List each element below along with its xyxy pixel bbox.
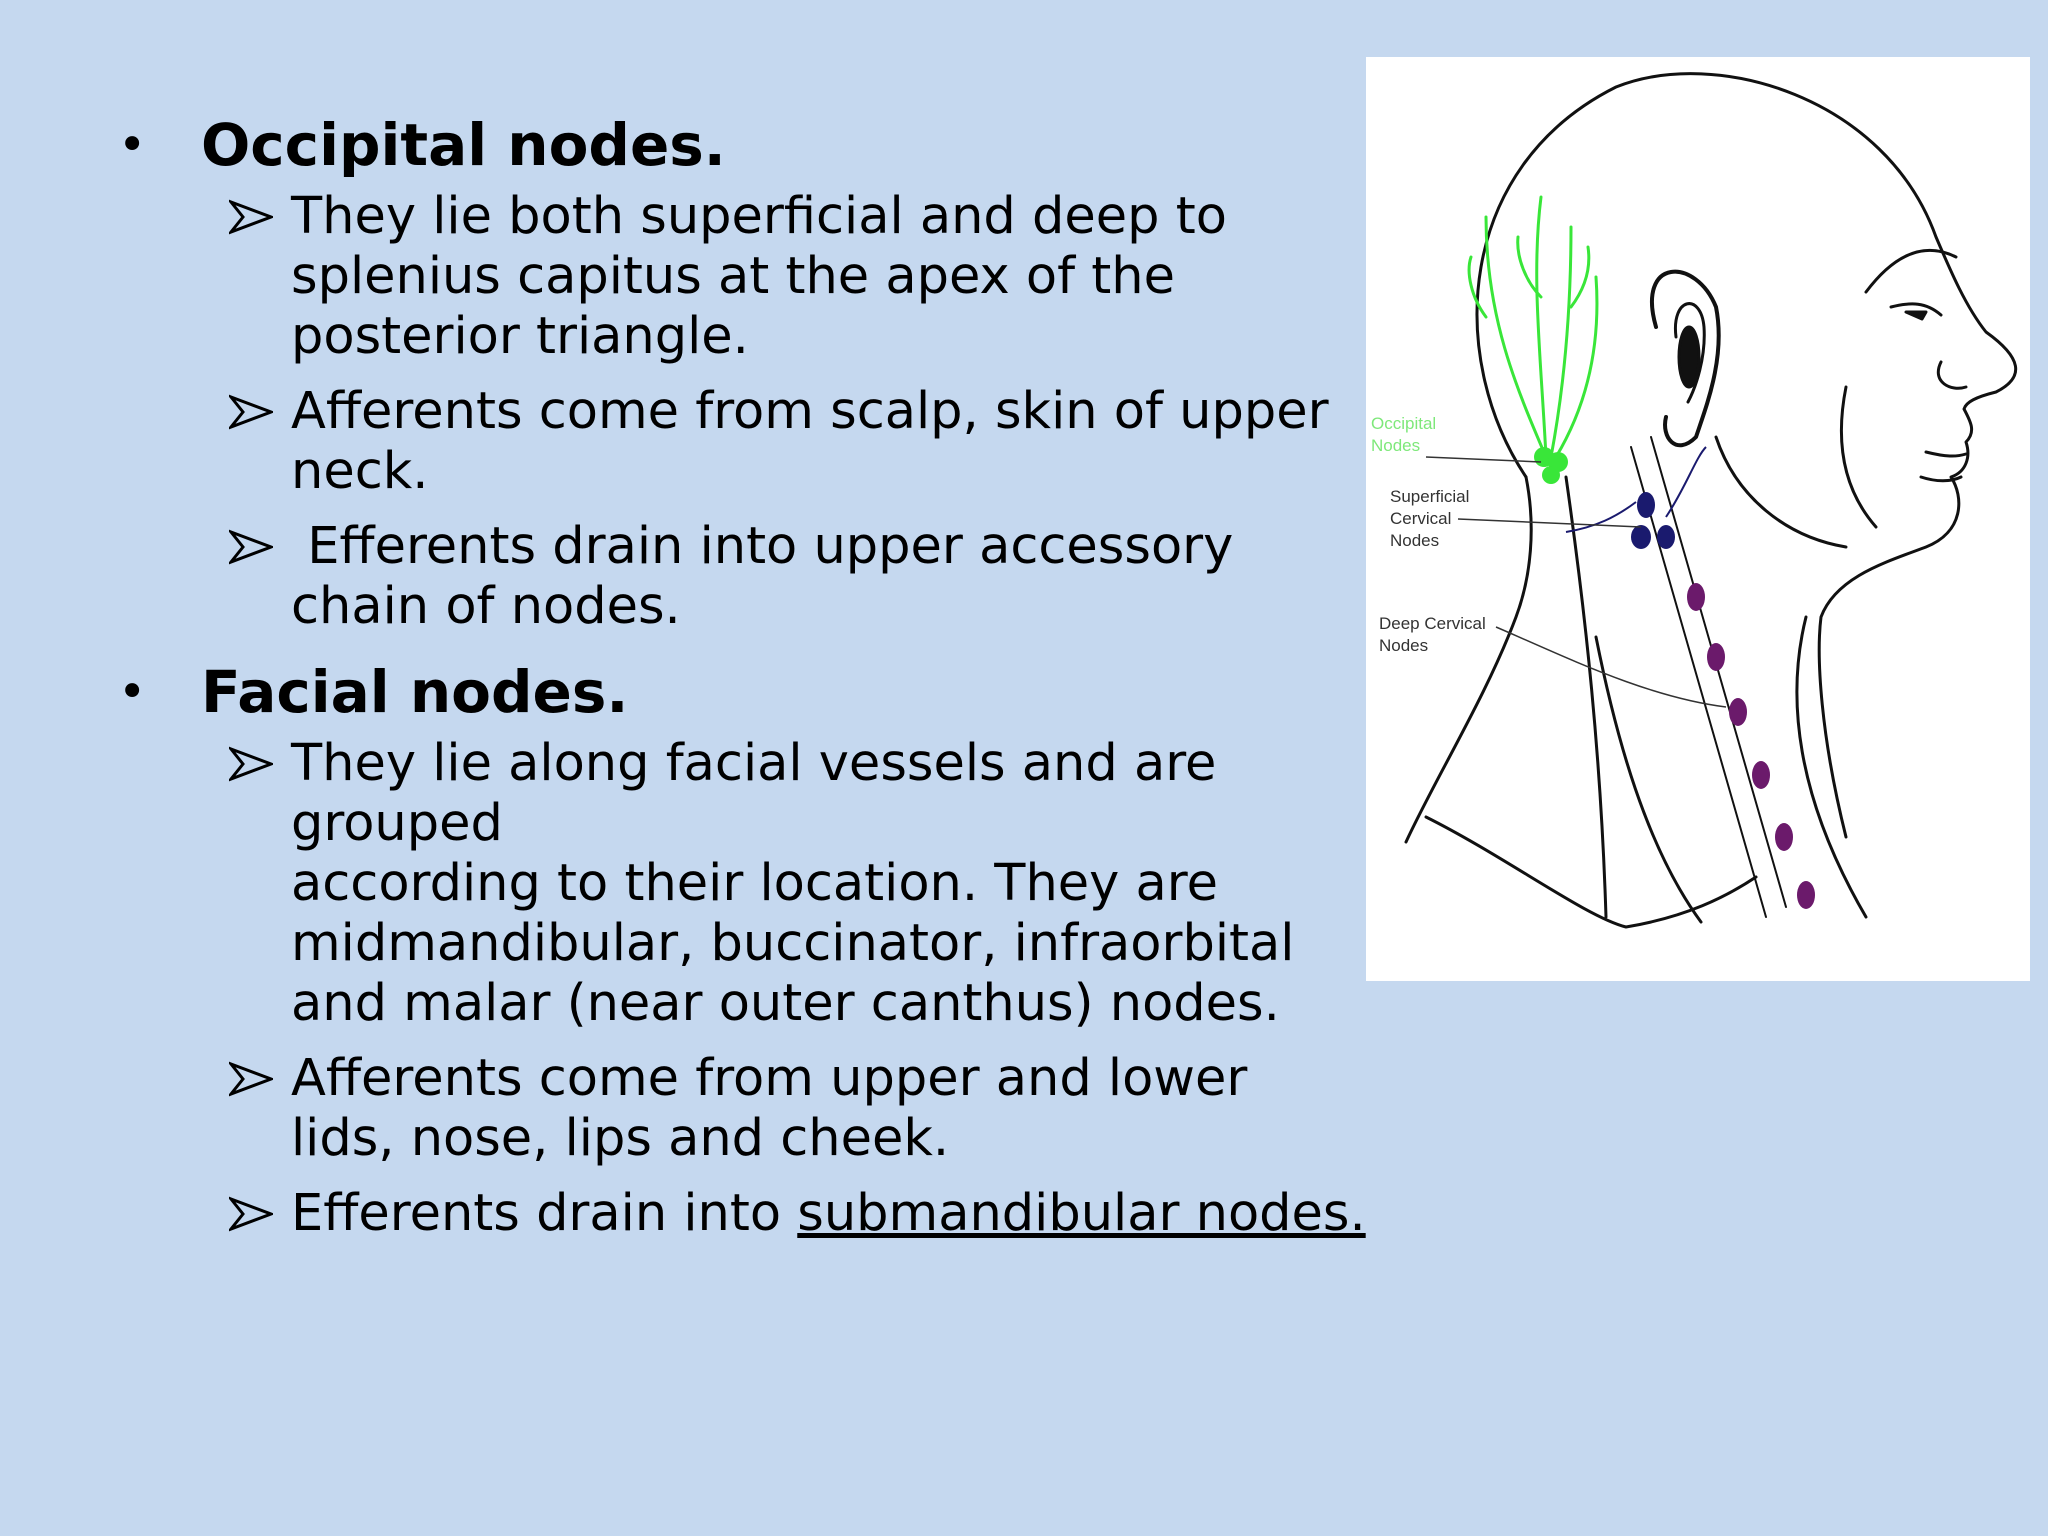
bullet-icon: •	[118, 117, 147, 173]
svg-text:Cervical: Cervical	[1390, 509, 1451, 528]
superficial-cervical-nodes	[1631, 492, 1675, 549]
section-heading-facial: • Facial nodes.	[118, 652, 1368, 732]
occipital-label: Occipital	[1371, 414, 1436, 433]
arrowhead-bullet-icon	[229, 199, 273, 235]
occipital-vessels	[1467, 195, 1599, 459]
deep-cervical-label: Deep Cervical	[1379, 614, 1486, 633]
head-neck-lymph-illustration: Occipital Nodes Superficial Cervical Nod…	[1366, 57, 2030, 981]
occipital-items: They lie both superficial and deep to sp…	[118, 187, 1368, 637]
svg-text:Nodes: Nodes	[1379, 636, 1428, 655]
list-item: Efferents drain into upper accessory cha…	[118, 517, 1368, 637]
arrowhead-bullet-icon	[229, 746, 273, 782]
svg-text:Nodes: Nodes	[1371, 436, 1420, 455]
arrowhead-bullet-icon	[229, 529, 273, 565]
arrowhead-bullet-icon	[229, 1196, 273, 1232]
superficial-label: Superficial	[1390, 487, 1469, 506]
deep-cervical-nodes	[1687, 583, 1815, 909]
arrowhead-bullet-icon	[229, 1061, 273, 1097]
facial-items: They lie along facial vessels and are gr…	[118, 734, 1368, 1244]
list-item: Afferents come from scalp, skin of upper…	[118, 382, 1368, 502]
list-item: They lie both superficial and deep to sp…	[118, 187, 1368, 367]
slide-content: • Occipital nodes. They lie both superfi…	[118, 105, 1368, 1259]
list-item: Efferents drain into submandibular nodes…	[118, 1184, 1368, 1244]
head-profile-drawing: Occipital Nodes Superficial Cervical Nod…	[1371, 72, 2018, 929]
list-item: They lie along facial vessels and are gr…	[118, 734, 1368, 1034]
svg-text:Nodes: Nodes	[1390, 531, 1439, 550]
submandibular-nodes-link[interactable]: submandibular nodes.	[797, 1184, 1366, 1243]
arrowhead-bullet-icon	[229, 394, 273, 430]
bullet-icon: •	[118, 664, 147, 720]
occipital-node-cluster	[1534, 447, 1568, 484]
list-item: Afferents come from upper and lower lids…	[118, 1049, 1368, 1169]
section-heading-occipital: • Occipital nodes.	[118, 105, 1368, 185]
